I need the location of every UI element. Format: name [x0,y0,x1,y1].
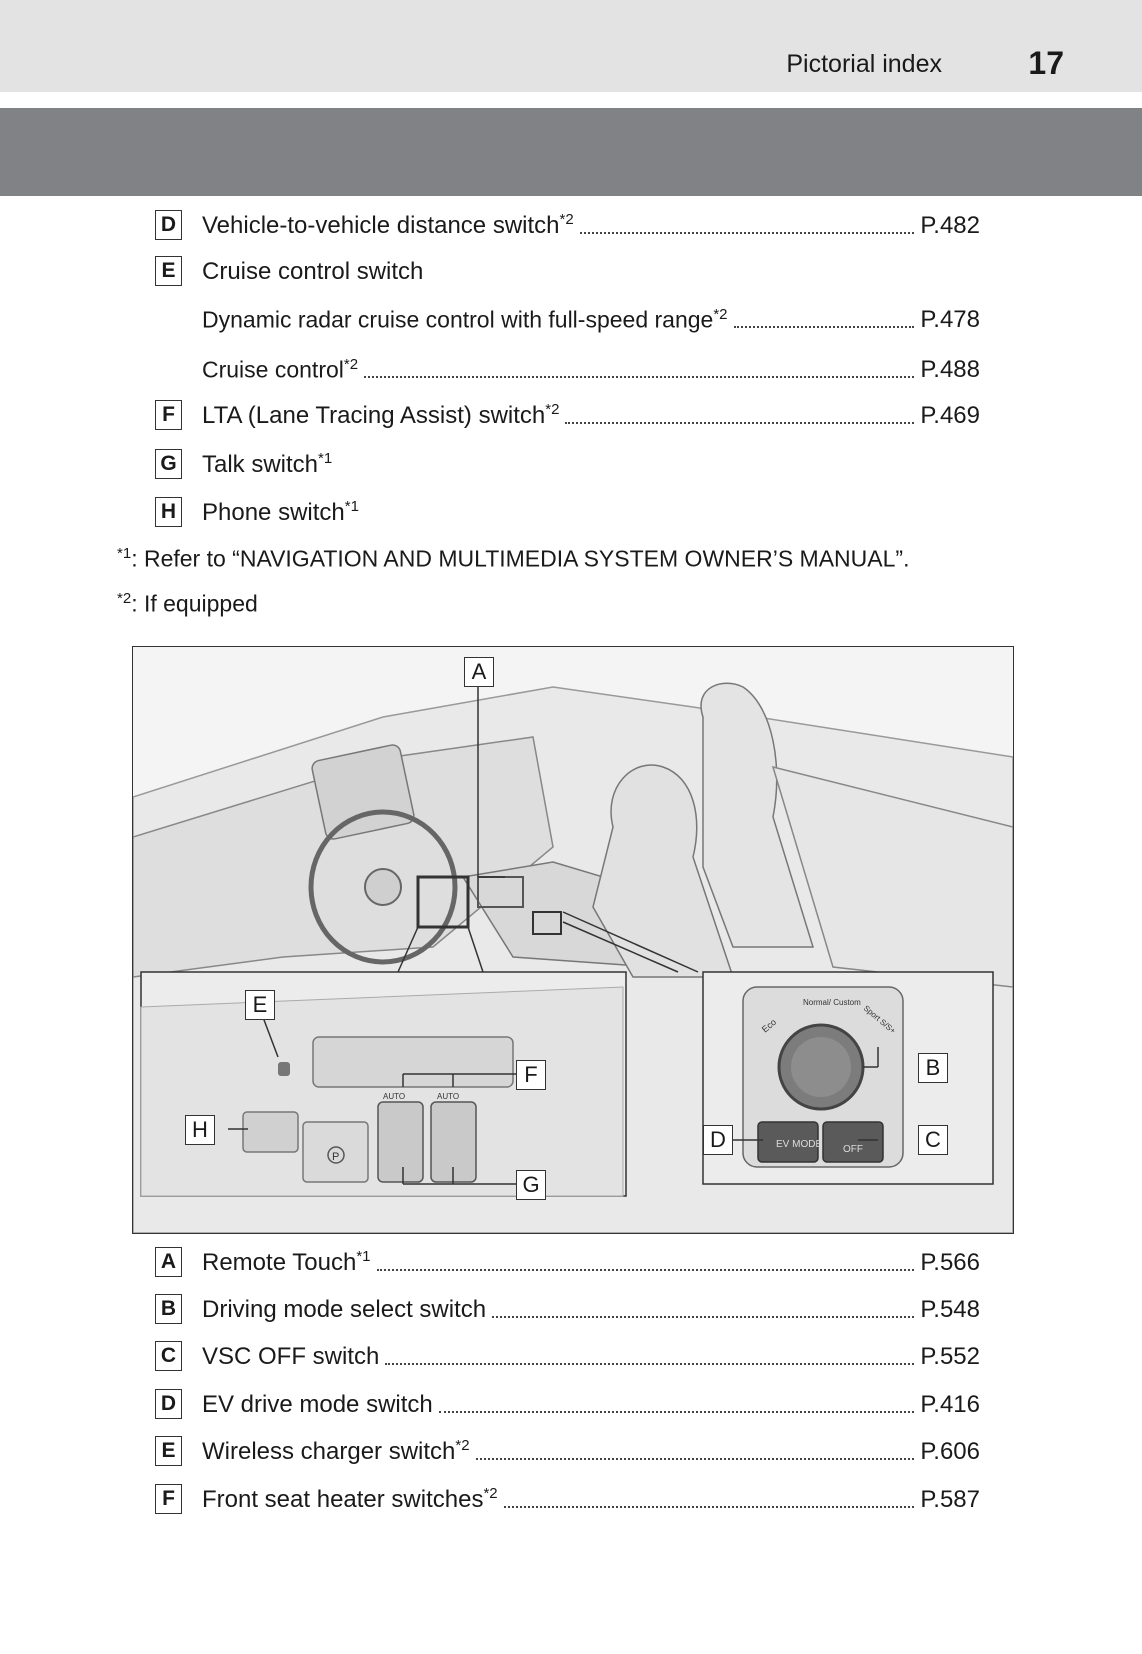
page-reference[interactable]: P.478 [920,306,980,333]
item-label: Cruise control switch [202,258,424,285]
list-item: E Wireless charger switch*2 P.606 [155,1432,980,1466]
page-reference[interactable]: P.552 [920,1343,980,1370]
footnote-2: *2: If equipped [117,590,258,617]
svg-text:EV MODE: EV MODE [776,1139,822,1150]
callout-d: D [703,1125,733,1155]
page-reference[interactable]: P.416 [920,1391,980,1418]
list-item: A Remote Touch*1 P.566 [155,1243,980,1277]
callout-h: H [185,1115,215,1145]
footnote-1: *1: Refer to “NAVIGATION AND MULTIMEDIA … [117,545,910,572]
list-item: H Phone switch*1 [155,493,980,527]
item-letter: F [155,1484,182,1514]
callout-e: E [245,990,275,1020]
item-label: Vehicle-to-vehicle distance switch*2 [202,211,574,239]
list-item: C VSC OFF switch P.552 [155,1337,980,1371]
callout-c: C [918,1125,948,1155]
page-reference[interactable]: P.482 [920,212,980,239]
leader-dots [385,1363,915,1365]
section-title: Pictorial index [786,50,942,78]
item-label: Phone switch*1 [202,498,359,526]
page-reference[interactable]: P.566 [920,1249,980,1276]
leader-dots [364,376,915,378]
item-letter: A [155,1247,182,1277]
item-label: Driving mode select switch [202,1296,487,1323]
callout-a: A [464,657,494,687]
list-subitem: Dynamic radar cruise control with full-s… [202,300,980,334]
leader-dots [438,1411,915,1413]
item-letter: F [155,400,182,430]
item-label: VSC OFF switch [202,1343,380,1370]
header-divider [0,92,1142,108]
item-letter: C [155,1341,182,1371]
svg-text:OFF: OFF [843,1144,863,1155]
page-number: 17 [1028,45,1064,81]
item-label: EV drive mode switch [202,1391,433,1418]
callout-g: G [516,1170,546,1200]
list-item: D EV drive mode switch P.416 [155,1385,980,1419]
item-letter: E [155,256,182,286]
cabin-illustration: P AUTO AUTO Eco Normal/ Custom Sport S/S… [132,646,1014,1234]
page-reference[interactable]: P.488 [920,356,980,383]
svg-text:AUTO: AUTO [383,1092,405,1101]
item-label: Front seat heater switches*2 [202,1485,498,1513]
svg-text:P: P [332,1151,339,1163]
leader-dots [579,232,915,234]
header-band [0,108,1142,196]
item-label: Dynamic radar cruise control with full-s… [202,306,728,333]
item-letter: D [155,210,182,240]
svg-text:AUTO: AUTO [437,1092,459,1101]
page-reference[interactable]: P.548 [920,1296,980,1323]
callout-f: F [516,1060,546,1090]
leader-dots [475,1458,915,1460]
list-item: F LTA (Lane Tracing Assist) switch*2 P.4… [155,396,980,430]
list-item: G Talk switch*1 [155,445,980,479]
item-label: LTA (Lane Tracing Assist) switch*2 [202,401,560,429]
list-item: D Vehicle-to-vehicle distance switch*2 P… [155,206,980,240]
item-label: Cruise control*2 [202,356,359,383]
list-item: E Cruise control switch [155,252,980,286]
list-item: B Driving mode select switch P.548 [155,1290,980,1324]
list-item: F Front seat heater switches*2 P.587 [155,1480,980,1514]
leader-dots [733,326,915,328]
list-subitem: Cruise control*2 P.488 [202,350,980,384]
svg-text:Normal/ Custom: Normal/ Custom [803,998,861,1007]
item-label: Remote Touch*1 [202,1248,371,1276]
item-letter: B [155,1294,182,1324]
page-reference[interactable]: P.587 [920,1486,980,1513]
item-label: Talk switch*1 [202,450,333,478]
leader-dots [503,1506,915,1508]
cabin-drawing: P AUTO AUTO Eco Normal/ Custom Sport S/S… [133,682,1013,1233]
item-letter: E [155,1436,182,1466]
leader-dots [492,1316,915,1318]
item-letter: G [155,449,182,479]
leader-dots [565,422,915,424]
item-letter: D [155,1389,182,1419]
page-header: Pictorial index 17 [0,0,1142,92]
callout-b: B [918,1053,948,1083]
leader-dots [376,1269,915,1271]
item-label: Wireless charger switch*2 [202,1437,470,1465]
item-letter: H [155,497,182,527]
page-reference[interactable]: P.469 [920,402,980,429]
page-reference[interactable]: P.606 [920,1438,980,1465]
